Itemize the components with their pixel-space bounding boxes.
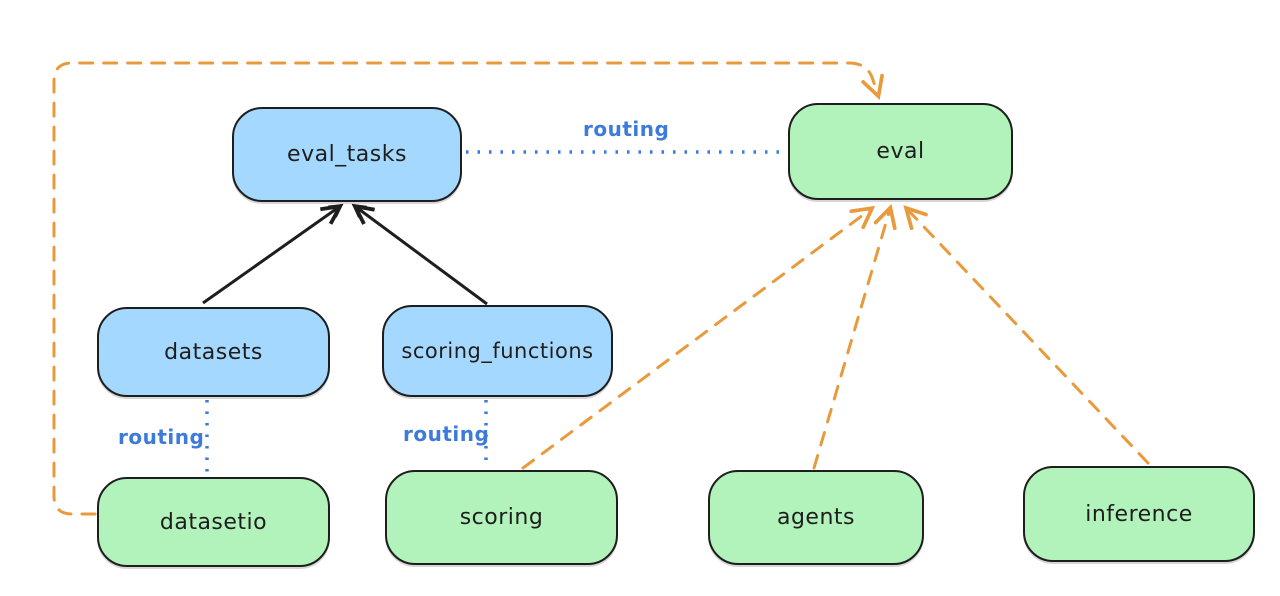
routing-label-scoring-functions-scoring: routing xyxy=(403,422,490,446)
node-scoring-functions: scoring_functions xyxy=(382,305,613,397)
node-inference-label: inference xyxy=(1085,501,1193,527)
node-eval: eval xyxy=(788,103,1013,200)
node-scoring: scoring xyxy=(385,470,618,565)
node-datasetio: datasetio xyxy=(97,477,330,567)
node-eval-label: eval xyxy=(876,139,925,164)
edge-inference-to-eval xyxy=(903,205,1150,465)
node-scoring-functions-label: scoring_functions xyxy=(401,339,594,363)
node-datasetio-label: datasetio xyxy=(159,509,268,535)
routing-label-eval-tasks-eval: routing xyxy=(583,117,670,141)
node-agents: agents xyxy=(708,470,924,565)
node-inference: inference xyxy=(1023,466,1255,562)
edge-scoring-functions-to-eval-tasks xyxy=(356,207,488,306)
node-agents-label: agents xyxy=(776,505,855,530)
routing-label-datasets-datasetio: routing xyxy=(118,425,205,449)
node-datasets: datasets xyxy=(97,307,330,397)
node-eval-tasks: eval_tasks xyxy=(232,107,462,202)
node-scoring-label: scoring xyxy=(459,505,544,530)
edge-agents-to-eval xyxy=(812,203,897,470)
node-eval-tasks-label: eval_tasks xyxy=(287,142,407,167)
edge-datasets-to-eval-tasks xyxy=(202,207,339,305)
node-datasets-label: datasets xyxy=(164,339,263,365)
